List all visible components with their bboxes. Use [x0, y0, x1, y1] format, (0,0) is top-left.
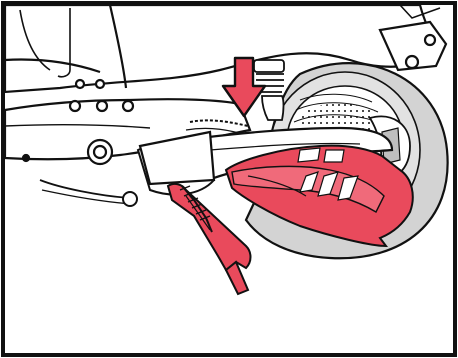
illustration-frame	[0, 0, 458, 358]
scooter-illustration	[0, 0, 458, 358]
